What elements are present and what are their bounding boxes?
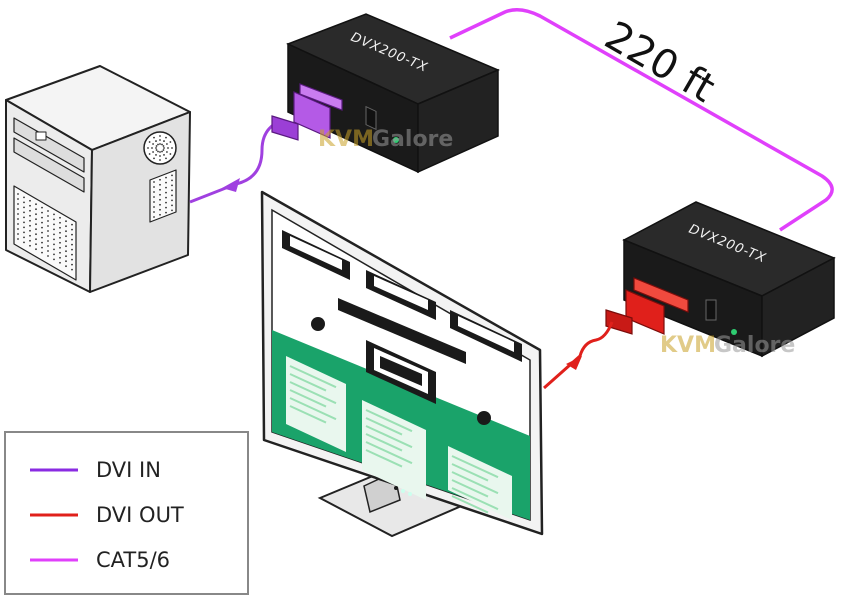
monitor — [260, 190, 544, 538]
watermark-bottom: KVM Galore — [660, 333, 795, 358]
rear-grille-dots — [153, 174, 173, 218]
legend-label-1: DVI OUT — [96, 503, 184, 527]
tx-dvi-connector — [271, 83, 343, 141]
tx-status-led — [393, 137, 399, 143]
transmitter-box — [286, 13, 500, 174]
distance-label: 220 ft — [597, 13, 722, 112]
fan-dots — [147, 135, 173, 161]
dvi-in-arrow — [222, 178, 240, 192]
cat-cable — [449, 8, 834, 232]
card-text-lines — [289, 365, 499, 514]
svg-text:KVM: KVM — [660, 333, 716, 358]
rx-power-port — [705, 299, 717, 321]
watermark-top: KVM Galore — [318, 127, 453, 152]
svg-text:Galore: Galore — [372, 127, 453, 152]
legend: DVI IN DVI OUT CAT5/6 — [4, 431, 249, 595]
svg-text:KVM: KVM — [318, 127, 374, 152]
front-grille-dots — [17, 193, 73, 271]
pager-dot — [394, 486, 398, 490]
pager-dot — [408, 492, 412, 496]
dvi-out-arrow — [566, 356, 582, 370]
legend-box — [4, 431, 249, 595]
dvi-out-cable — [543, 321, 614, 390]
screen-card-2 — [362, 400, 426, 500]
screen-circle-left — [311, 317, 325, 331]
pager-dot — [401, 489, 405, 493]
legend-label-0: DVI IN — [96, 458, 161, 482]
screen-card-3 — [448, 446, 512, 520]
pc-tower — [5, 65, 191, 293]
receiver-box — [622, 201, 836, 358]
tx-power-port — [365, 105, 377, 131]
legend-label-2: CAT5/6 — [96, 548, 170, 572]
screen-nav-bar — [338, 298, 466, 364]
screen-circle-right — [477, 411, 491, 425]
rx-status-led — [731, 329, 737, 335]
rx-dvi-connector — [605, 277, 689, 335]
svg-text:Galore: Galore — [714, 333, 795, 358]
